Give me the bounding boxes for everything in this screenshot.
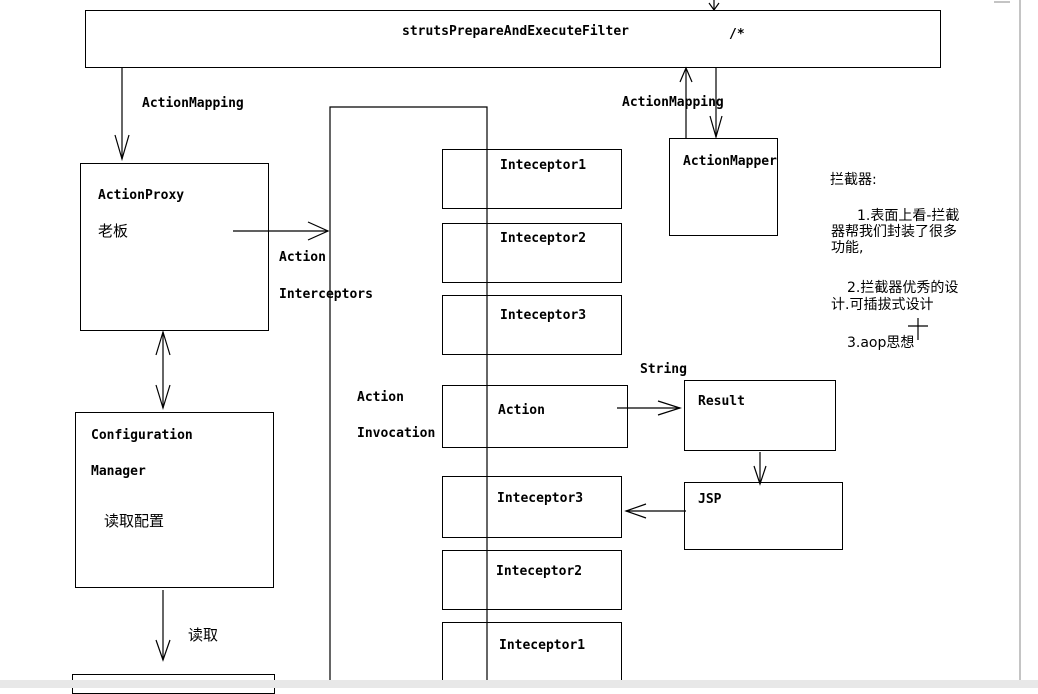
action-mapper-box: [669, 138, 778, 236]
label-action-mapping-left: ActionMapping: [142, 96, 244, 111]
jsp-box-label: JSP: [698, 492, 722, 507]
action-box-label: Action: [498, 403, 545, 418]
action-invocation-bracket: [329, 106, 488, 688]
action-proxy-box: [80, 163, 269, 331]
result-box-label: Result: [698, 394, 745, 409]
interceptor-out-box-1: [442, 622, 622, 688]
action-proxy-title: ActionProxy: [98, 188, 185, 203]
arrow-proxy-config-head-up: [155, 329, 171, 356]
action-mapper-title: ActionMapper: [683, 154, 777, 169]
interceptor-in-box-3: [442, 295, 622, 355]
struts-filter-box: [85, 10, 941, 68]
interceptor-out-box-2: [442, 550, 622, 610]
notes-item1-line1: 1.表面上看-拦截: [857, 208, 960, 224]
label-action-mapping-right: ActionMapping: [622, 95, 724, 110]
filter-name: strutsPrepareAndExecuteFilter: [402, 24, 629, 39]
label-action-interceptors-2: Interceptors: [279, 287, 373, 302]
interceptor-in-label-3: Inteceptor3: [500, 308, 587, 323]
label-action-invocation-1: Action: [357, 390, 404, 405]
filter-pattern: /*: [729, 27, 745, 42]
interceptor-out-label-3: Inteceptor3: [497, 491, 584, 506]
config-manager-subtitle: 读取配置: [104, 512, 165, 530]
arrow-proxy-to-interceptors-head: [307, 221, 330, 241]
interceptor-in-box-2: [442, 223, 622, 283]
configuration-manager-box: [75, 412, 274, 588]
arrow-result-to-jsp-head: [753, 465, 767, 486]
bottom-scroll-strip: [0, 680, 1038, 688]
config-manager-line1: Configuration: [91, 428, 193, 443]
arrow-filter-to-mapper-head: [709, 115, 723, 140]
interceptor-in-label-2: Inteceptor2: [500, 231, 587, 246]
interceptor-in-label-1: Inteceptor1: [500, 158, 587, 173]
interceptor-in-box-1: [442, 149, 622, 209]
notes-item2-line1: 2.拦截器优秀的设: [847, 280, 959, 296]
arrow-jsp-to-interceptor-head: [624, 503, 647, 519]
notes-item1-line3: 功能,: [831, 240, 864, 256]
config-manager-line2: Manager: [91, 464, 146, 479]
arrow-proxy-config-head-down: [155, 384, 171, 411]
notes-title: 拦截器:: [830, 172, 877, 188]
action-proxy-subtitle: 老板: [98, 222, 129, 240]
arrow-config-to-xml-head: [155, 639, 171, 662]
arrow-filter-to-proxy-head: [114, 134, 130, 162]
notes-item3: 3.aop思想: [847, 335, 915, 351]
arrow-mapper-to-filter-head: [679, 66, 693, 83]
label-string: String: [640, 362, 687, 377]
arrow-action-to-result-head: [657, 400, 682, 416]
interceptor-out-label-1: Inteceptor1: [499, 638, 586, 653]
action-box: [442, 385, 628, 448]
label-action-invocation-2: Invocation: [357, 426, 436, 441]
notes-item1-line2: 器帮我们封装了很多: [831, 224, 957, 240]
jsp-box: [684, 482, 843, 550]
interceptor-out-label-2: Inteceptor2: [496, 564, 583, 579]
interceptor-out-box-3: [442, 476, 622, 538]
label-read: 读取: [188, 626, 219, 644]
notes-item2-line2: 计.可插拔式设计: [831, 297, 934, 313]
result-box: [684, 380, 836, 451]
label-action-interceptors-1: Action: [279, 250, 326, 265]
